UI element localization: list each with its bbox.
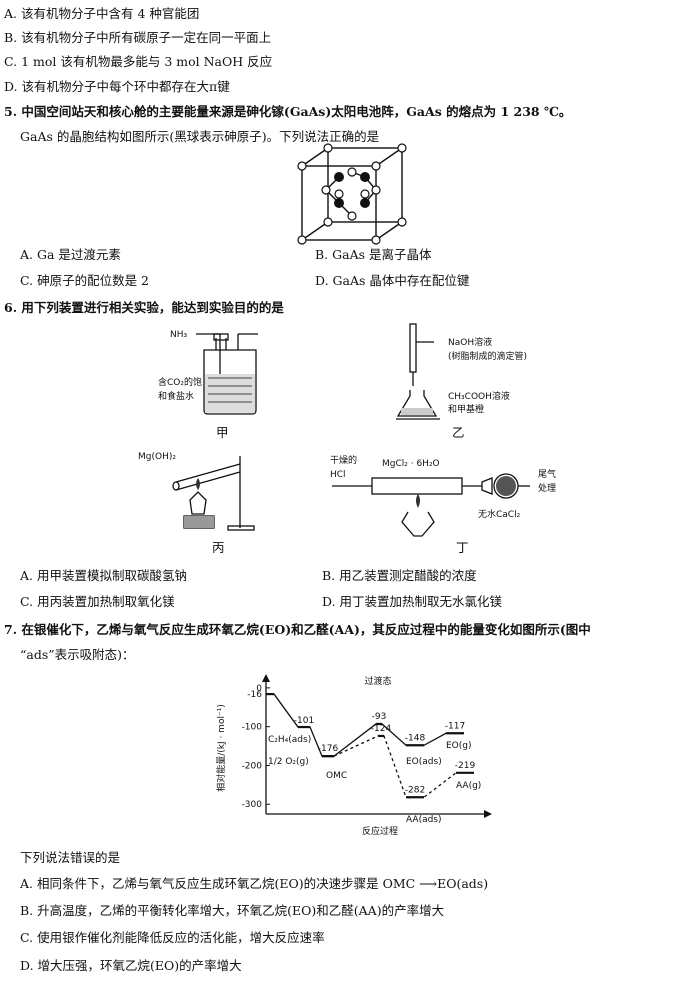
q6-stem: 6. 用下列装置进行相关实验，能达到实验目的的是 <box>4 300 284 315</box>
value-label-2: -176 <box>318 744 339 754</box>
q4-option-b: B. 该有机物分子中所有碳原子一定在同一平面上 <box>4 30 272 45</box>
q7-option-c: C. 使用银作催化剂能降低反应的活化能，增大反应速率 <box>20 930 325 945</box>
chart-x-axis-label: 反应过程 <box>362 825 398 837</box>
chart-y-axis-label: 相对能量/(kJ · mol⁻¹) <box>215 704 227 792</box>
q6-option-c: C. 用丙装置加热制取氧化镁 <box>20 594 175 609</box>
q5-option-a: A. Ga 是过渡元素 <box>20 247 121 262</box>
gaas-unit-cell <box>297 143 407 245</box>
y-tick-label-4: -16 <box>247 690 262 700</box>
y-axis-arrow <box>262 674 270 682</box>
value-label-6: -124 <box>371 724 392 734</box>
apparatus-ding <box>332 473 530 537</box>
q7-option-a: A. 相同条件下，乙烯与氧气反应生成环氧乙烷(EO)的决速步骤是 OMC ⟶EO… <box>20 876 489 891</box>
q4-option-a: A. 该有机物分子中含有 4 种官能团 <box>4 6 200 21</box>
q4-option-d: D. 该有机物分子中每个环中都存在大π键 <box>4 79 230 94</box>
ding-tail-label-1: 尾气 <box>538 470 557 480</box>
yi-top-label-2: (树脂制成的滴定管) <box>448 352 528 362</box>
q6-option-a: A. 用甲装置模拟制取碳酸氢钠 <box>20 568 187 583</box>
ding-caption: 丁 <box>456 540 469 555</box>
y-tick-label-3: -300 <box>242 800 263 810</box>
transition-state-label: 过渡态 <box>364 675 391 687</box>
jia-gas-label: NH₃ <box>170 330 188 340</box>
dashed-series-line <box>322 735 474 798</box>
x-axis-arrow <box>484 810 492 818</box>
q5-stem-line2: GaAs 的晶胞结构如图所示(黑球表示砷原子)。下列说法正确的是 <box>20 129 380 144</box>
apparatus-jia <box>196 333 258 415</box>
jia-caption: 甲 <box>216 425 229 440</box>
yi-bottom-label-2: 和甲基橙 <box>448 405 485 415</box>
value-label-3: -93 <box>372 712 387 722</box>
eo-g-label: EO(g) <box>446 741 472 751</box>
omc-label: OMC <box>326 771 347 781</box>
ding-gas-label-1: 干燥的 <box>330 456 358 466</box>
q5-option-c: C. 砷原子的配位数是 2 <box>20 273 149 288</box>
q6-option-b: B. 用乙装置测定醋酸的浓度 <box>322 568 477 583</box>
apparatus-yi <box>396 323 440 420</box>
y-tick-label-2: -200 <box>242 761 263 771</box>
q7-stem-line1: 7. 在银催化下，乙烯与氧气反应生成环氧乙烷(EO)和乙醛(AA)，其反应过程中… <box>4 622 591 637</box>
q4-option-c: C. 1 mol 该有机物最多能与 3 mol NaOH 反应 <box>4 54 273 69</box>
y-tick-label-1: -100 <box>242 723 263 733</box>
q5-option-b: B. GaAs 是离子晶体 <box>315 247 432 262</box>
solid-series-line <box>266 693 464 757</box>
value-label-8: -219 <box>455 761 476 771</box>
q7-option-d: D. 增大压强，环氧乙烷(EO)的产率增大 <box>20 958 242 973</box>
y-tick-label-0: 0 <box>256 684 262 694</box>
aa-ads-label: AA(ads) <box>406 815 442 825</box>
eo-ads-label: EO(ads) <box>406 757 442 767</box>
value-label-1: -101 <box>294 716 314 726</box>
q7-stem-line2: “ads”表示吸附态)： <box>20 647 135 662</box>
ding-tail-label-2: 处理 <box>538 484 557 494</box>
bing-caption: 丙 <box>212 540 225 555</box>
energy-profile-chart: 0 -100 -200 -300 -16 -101 -176 -93 -148 -117 -124… <box>215 674 492 837</box>
yi-bottom-label-1: CH₃COOH溶液 <box>448 392 510 402</box>
q5-stem-line1: 5. 中国空间站天和核心舱的主要能量来源是砷化镓(GaAs)太阳电池阵，GaAs… <box>4 104 572 119</box>
apparatus-bing <box>172 456 255 531</box>
q6-option-d: D. 用丁装置加热制取无水氯化镁 <box>322 594 503 609</box>
jia-liquid-label-1: 含CO₂的饱 <box>158 378 202 388</box>
ding-dryer-label: 无水CaCl₂ <box>478 510 521 520</box>
q7-question: 下列说法错误的是 <box>20 850 121 865</box>
jia-liquid-label-2: 和食盐水 <box>158 392 195 402</box>
reactant-label-2: 1/2 O₂(g) <box>268 757 309 767</box>
q7-option-b: B. 升高温度，乙烯的平衡转化率增大，环氧乙烷(EO)和乙醛(AA)的产率增大 <box>20 903 445 918</box>
q5-option-d: D. GaAs 晶体中存在配位键 <box>315 273 470 288</box>
ding-salt-label: MgCl₂ · 6H₂O <box>382 459 440 469</box>
value-label-5: -117 <box>445 721 465 731</box>
value-label-4: -148 <box>405 733 426 743</box>
value-label-7: -282 <box>405 785 425 795</box>
bing-solid-label: Mg(OH)₂ <box>138 452 176 462</box>
yi-top-label-1: NaOH溶液 <box>448 338 493 348</box>
aa-g-label: AA(g) <box>456 781 481 791</box>
reactant-label-1: C₂H₄(ads) <box>268 735 311 745</box>
yi-caption: 乙 <box>452 425 465 440</box>
ding-gas-label-2: HCl <box>330 470 346 480</box>
